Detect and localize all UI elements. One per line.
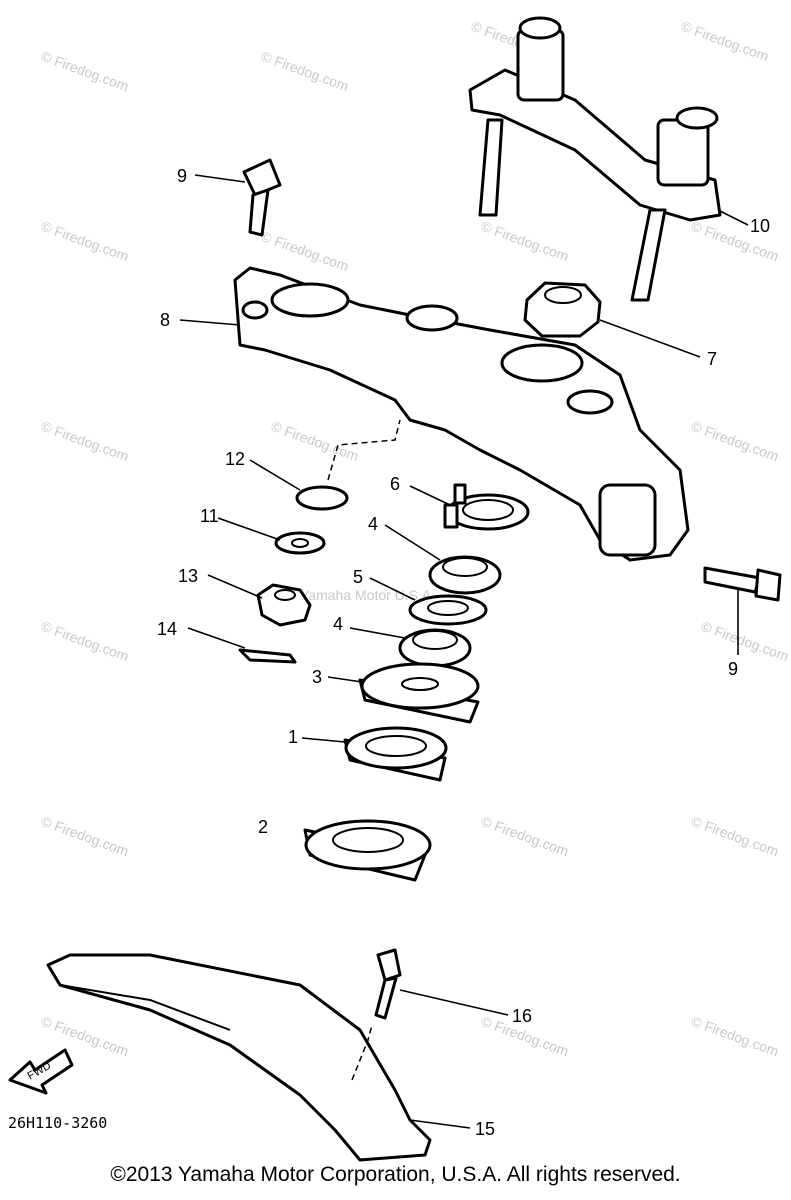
part-4-ring-nut-lower — [398, 628, 472, 668]
part-5-washer — [408, 594, 488, 626]
part-6-tab-washer — [443, 483, 530, 531]
callout-labels: 9 10 8 7 12 6 11 4 13 5 9 14 4 3 1 2 16 … — [157, 166, 770, 1139]
part-11-washer — [274, 531, 326, 555]
part-2-bearing-race — [303, 819, 432, 882]
part-7-nut — [523, 281, 602, 338]
part-8-upper-bracket — [233, 266, 690, 562]
part-4-ring-nut-upper — [428, 555, 502, 595]
callout-3: 3 — [312, 667, 322, 687]
callout-15: 15 — [475, 1119, 495, 1139]
watermark: © Firedog.com — [689, 418, 781, 465]
part-9-bolt-upper — [242, 158, 282, 237]
callout-4-lower: 4 — [333, 614, 343, 634]
part-13-nut — [256, 583, 312, 627]
watermark: © Firedog.com — [679, 18, 771, 65]
callout-5: 5 — [353, 567, 363, 587]
part-14-cotter-pin — [238, 648, 297, 664]
callout-13: 13 — [178, 566, 198, 586]
watermark: © Firedog.com — [39, 48, 131, 95]
watermark: © Firedog.com — [39, 218, 131, 265]
callout-8: 8 — [160, 310, 170, 330]
callout-14: 14 — [157, 619, 177, 639]
callout-16: 16 — [512, 1006, 532, 1026]
part-16-bolt — [374, 948, 402, 1020]
callout-10: 10 — [750, 216, 770, 236]
watermark: © Firedog.com — [699, 618, 791, 665]
part-3-dust-seal — [358, 662, 480, 724]
watermark: © Firedog.com — [269, 418, 361, 465]
watermark: © Firedog.com — [39, 813, 131, 860]
copyright-notice: ©2013 Yamaha Motor Corporation, U.S.A. A… — [110, 1163, 681, 1186]
fwd-arrow-icon: FWD — [8, 1048, 74, 1095]
watermark: © Firedog.com — [479, 218, 571, 265]
watermark: © Firedog.com — [259, 48, 351, 95]
watermark: © Firedog.com — [689, 1013, 781, 1060]
watermark: © Firedog.com — [39, 418, 131, 465]
drawing-code: 26H110-3260 — [8, 1114, 107, 1132]
callout-4-upper: 4 — [368, 514, 378, 534]
watermark: © Firedog.com — [39, 1013, 131, 1060]
leader-lines — [179, 174, 749, 1129]
watermark: © Firedog.com — [39, 618, 131, 665]
callout-1: 1 — [288, 727, 298, 747]
part-15-cover — [46, 953, 432, 1162]
watermark: © Firedog.com — [479, 813, 571, 860]
part-10-handlebar-holder — [468, 16, 722, 302]
callout-11: 11 — [200, 506, 219, 526]
part-1-bearing — [343, 726, 448, 782]
callout-9-side: 9 — [728, 659, 738, 679]
part-9-bolt-side — [703, 566, 782, 602]
callout-2: 2 — [258, 817, 268, 837]
callout-12: 12 — [225, 449, 245, 469]
watermark: © Firedog.com — [259, 228, 351, 275]
callout-9-upper: 9 — [177, 166, 187, 186]
watermark-center: Yamaha Motor U.S.A. — [300, 587, 435, 603]
callout-6: 6 — [390, 474, 400, 494]
part-12-lock-washer — [295, 485, 349, 511]
callout-7: 7 — [707, 349, 717, 369]
watermark: © Firedog.com — [689, 813, 781, 860]
